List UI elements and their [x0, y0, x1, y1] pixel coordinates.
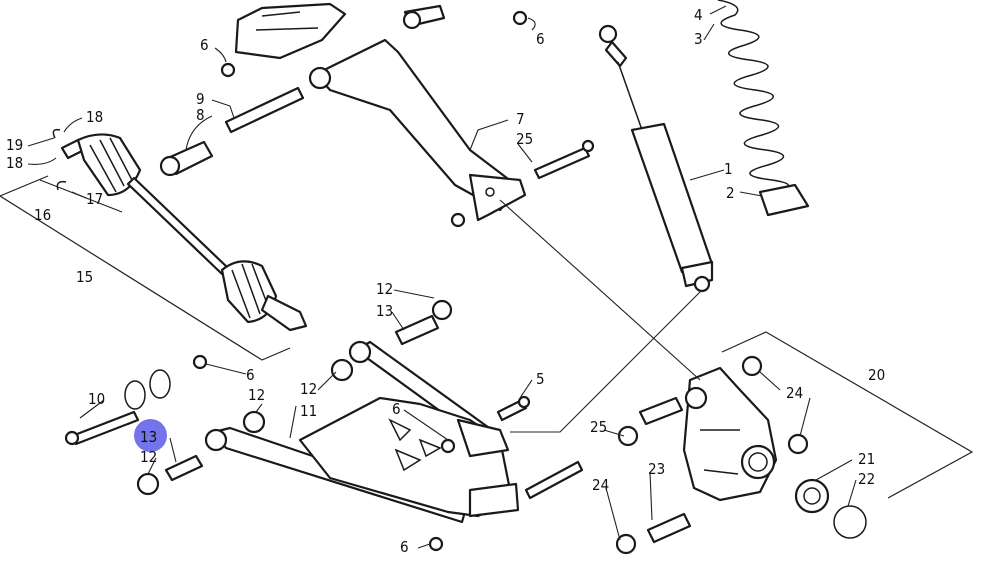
lower-a-arm: [204, 340, 520, 524]
callout-1: 1: [724, 160, 733, 178]
nut-6-arm: [450, 212, 466, 228]
spring-retainer-2: [758, 183, 810, 217]
callout-7: 7: [516, 110, 525, 128]
callout-22: 22: [858, 470, 876, 488]
nut-6-top: [220, 62, 236, 78]
bushing-12-bottom: [136, 472, 160, 496]
callout-21: 21: [858, 450, 876, 468]
clip-18-upper: [52, 128, 61, 139]
connector-upper-arm-knuckle: [499, 199, 701, 381]
bearing-21-inner: [803, 487, 821, 505]
callout-24-lower: 24: [592, 476, 610, 494]
callout-3: 3: [694, 30, 703, 48]
upper-a-arm: [308, 38, 527, 222]
bolt-25-upper-head: [581, 139, 595, 153]
highlight-marker[interactable]: [134, 419, 167, 452]
bushing-12-upper: [431, 299, 453, 321]
sleeve-13-lower: [164, 454, 204, 482]
callout-6-lower-left: 6: [246, 366, 255, 384]
callout-25: 25: [516, 130, 534, 148]
bushing-24-top: [741, 355, 763, 377]
callout-2: 2: [726, 184, 735, 202]
washer-b: [149, 369, 171, 399]
bolt-10-head: [64, 430, 80, 446]
bushing-12-left: [242, 410, 266, 434]
bushing-upper-end: [402, 10, 422, 30]
callout-20: 20: [868, 366, 886, 384]
connector-shock-arm: [510, 289, 703, 433]
bushing-25-left: [617, 425, 639, 447]
callout-10: 10: [88, 390, 106, 408]
callout-25-lower: 25: [590, 418, 608, 436]
callout-11: 11: [300, 402, 318, 420]
bushing-8-end: [159, 155, 181, 177]
bushing-24-bottom: [615, 533, 637, 555]
callout-17: 17: [86, 190, 104, 208]
drive-axle: [60, 133, 308, 332]
callout-13-highlighted[interactable]: 13: [140, 428, 158, 446]
callout-9: 9: [196, 90, 205, 108]
callout-12-mid: 12: [300, 380, 318, 398]
callout-23: 23: [648, 460, 666, 478]
nut-6-bottom: [428, 536, 444, 552]
shock-absorber: [598, 24, 714, 293]
bracket-knuckle-assembly: [721, 331, 974, 499]
nut-6-upper-right: [512, 10, 528, 26]
sleeve-13-upper: [394, 314, 440, 346]
callout-6-bottom: 6: [400, 538, 409, 556]
callout-15: 15: [76, 268, 94, 286]
callout-24: 24: [786, 384, 804, 402]
callout-6: 6: [200, 36, 209, 54]
snap-ring-22: [833, 505, 867, 539]
bolt-25-upper: [533, 146, 591, 180]
coil-spring: [717, 0, 790, 193]
callout-16: 16: [34, 206, 52, 224]
callout-6-lower-arm: 6: [392, 400, 401, 418]
bolt-5-head: [517, 395, 531, 409]
spindle-knuckle: [682, 366, 778, 502]
sleeve-23-lower: [646, 512, 692, 544]
callout-5: 5: [536, 370, 545, 388]
bushing-12-mid: [330, 358, 354, 382]
callout-13: 13: [376, 302, 394, 320]
callout-19: 19: [6, 136, 24, 154]
bolt-25-lower: [524, 460, 584, 500]
callout-8: 8: [196, 106, 205, 124]
washer-a: [124, 380, 146, 410]
bushing-24-right: [787, 433, 809, 455]
callout-6-upper-right: 6: [536, 30, 545, 48]
callout-12: 12: [376, 280, 394, 298]
nut-6-lower-left: [192, 354, 208, 370]
callout-4: 4: [694, 6, 703, 24]
callout-12-bottom: 12: [140, 448, 158, 466]
callout-18: 18: [86, 108, 104, 126]
callout-12-left: 12: [248, 386, 266, 404]
sleeve-23-upper: [638, 396, 684, 426]
callout-18-lower: 18: [6, 154, 24, 172]
pin-9: [224, 86, 305, 134]
frame-bracket: [234, 2, 347, 60]
nut-6-lower-arm: [440, 438, 456, 454]
